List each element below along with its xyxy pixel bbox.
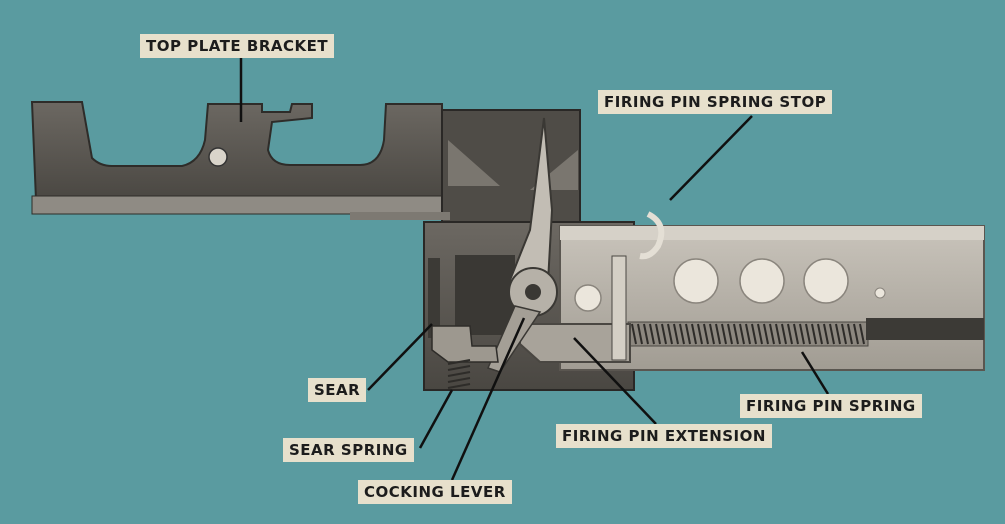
- spring-coil: [637, 323, 643, 345]
- label-cocking-lever: COCKING LEVER: [358, 480, 512, 504]
- firing-pin-spring-stop-part: [639, 211, 665, 260]
- label-firing-pin-extension: FIRING PIN EXTENSION: [556, 424, 772, 448]
- spring-coil: [757, 323, 763, 345]
- leader-sear: [367, 323, 433, 391]
- label-firing-pin-spring: FIRING PIN SPRING: [740, 394, 922, 418]
- spring-coil: [727, 323, 733, 345]
- spring-coil: [745, 323, 751, 345]
- firing-pin-spring: [627, 318, 984, 347]
- spring-coil: [691, 323, 697, 345]
- spring-coil: [859, 323, 865, 345]
- spring-coil: [631, 323, 637, 345]
- spring-coil: [769, 323, 775, 345]
- spring-coil: [823, 323, 829, 345]
- spring-coil: [661, 323, 667, 345]
- label-top-plate-bracket: TOP PLATE BRACKET: [140, 34, 335, 58]
- sear-spring-part: [447, 359, 471, 389]
- spring-coil: [847, 323, 853, 345]
- spring-coil: [655, 323, 661, 345]
- firing-pin-extension-part: [519, 255, 631, 363]
- spring-coil: [703, 323, 709, 345]
- spring-coil: [835, 323, 841, 345]
- spring-coil: [781, 323, 787, 345]
- leader-fp-spring: [800, 351, 830, 395]
- leader-sear-spring: [418, 389, 454, 449]
- spring-coil: [721, 323, 727, 345]
- spring-coil: [793, 323, 799, 345]
- spring-coil: [853, 323, 859, 345]
- spring-coil: [817, 323, 823, 345]
- upper-block: [350, 109, 581, 223]
- spring-coil: [697, 323, 703, 345]
- spring-coil: [679, 323, 685, 345]
- top-plate-bracket: [30, 101, 445, 215]
- spring-coil: [685, 323, 691, 345]
- spring-coil: [649, 323, 655, 345]
- spring-coil: [763, 323, 769, 345]
- spring-coil: [751, 323, 757, 345]
- spring-coil: [811, 323, 817, 345]
- spring-coil: [799, 323, 805, 345]
- spring-coil: [775, 323, 781, 345]
- spring-coil: [709, 323, 715, 345]
- label-sear-spring: SEAR SPRING: [283, 438, 414, 462]
- leader-spring-stop: [669, 115, 753, 201]
- spring-coil: [787, 323, 793, 345]
- spring-coil: [841, 323, 847, 345]
- sear-part: [431, 325, 499, 363]
- label-sear: SEAR: [308, 378, 367, 402]
- spring-coil: [643, 323, 649, 345]
- spring-coil: [667, 323, 673, 345]
- spring-coil: [739, 323, 745, 345]
- spring-coil: [805, 323, 811, 345]
- label-firing-pin-spring-stop: FIRING PIN SPRING STOP: [598, 90, 833, 114]
- leader-cocking-lever: [450, 317, 526, 481]
- spring-coil: [733, 323, 739, 345]
- leader-fp-extension: [573, 337, 657, 425]
- spring-coil: [673, 323, 679, 345]
- spring-coil: [829, 323, 835, 345]
- spring-coil: [715, 323, 721, 345]
